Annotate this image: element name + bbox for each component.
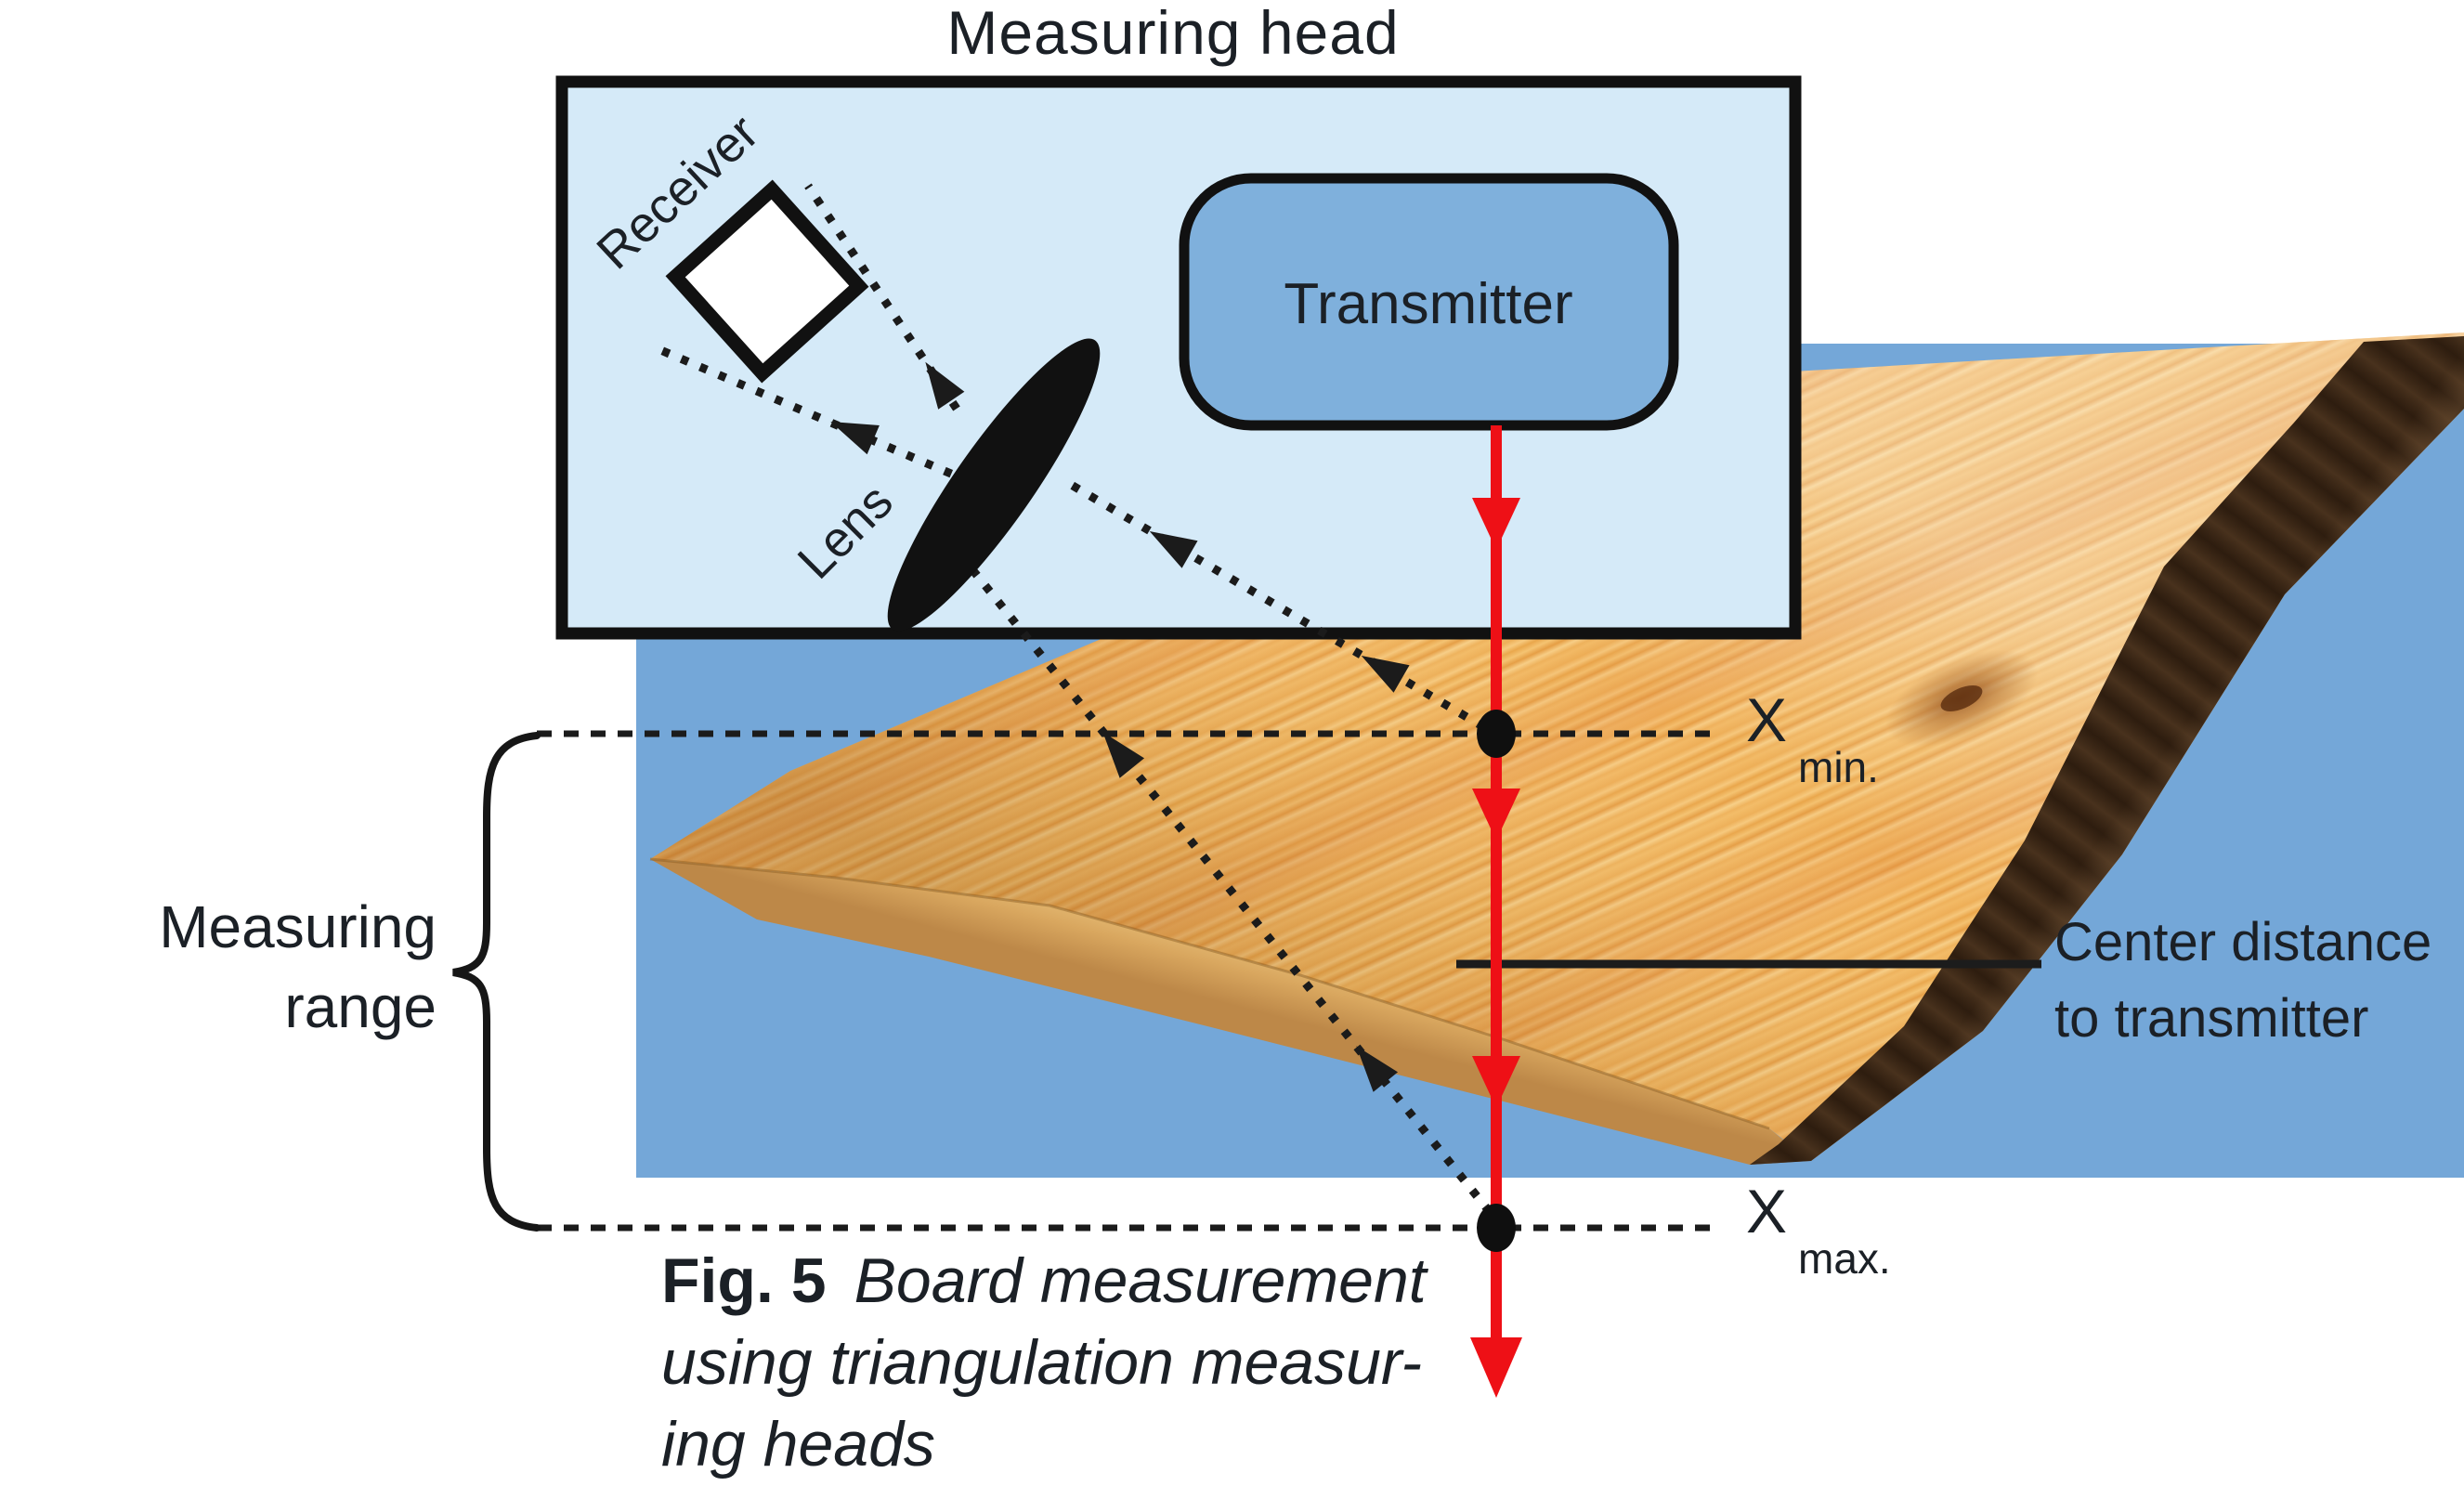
board-front-bevel [650, 859, 1809, 1165]
xmax-measurement-dot [1477, 1204, 1516, 1252]
figure-caption-line1: Fig. 5 Board measurement [661, 1245, 1429, 1316]
measuring-range-label-line2: range [284, 973, 437, 1040]
center-distance-label-line1: Center distance [2054, 912, 2431, 972]
beam-shaft [1491, 425, 1502, 1349]
figure-caption-line3: ing heads [661, 1409, 935, 1479]
diagram-title: Measuring head [946, 0, 1399, 67]
beam-arrowhead-end [1470, 1337, 1522, 1398]
bark-texture-overlay [1750, 336, 2464, 1165]
measuring-range-brace [452, 732, 541, 1232]
ray-xmax-to-lens [925, 513, 1493, 1215]
wood-board [649, 332, 2464, 1165]
beam-arrowhead [1472, 498, 1520, 550]
x-max-subscript: max. [1798, 1234, 1891, 1283]
center-distance-label-line2: to transmitter [2054, 988, 2368, 1049]
x-min-label: X [1746, 685, 1787, 754]
wood-knot-core [1940, 684, 1983, 712]
ray-lens-to-receiver-lower [650, 342, 1010, 502]
figure-caption-text1: Board measurement [854, 1245, 1429, 1316]
lens-ellipse [887, 338, 1101, 632]
xmin-measurement-dot [1477, 710, 1516, 758]
range-dashed-lines [537, 730, 1716, 1232]
board-bevel-edge-line [649, 857, 1770, 1130]
beam-arrowhead [1472, 1056, 1520, 1108]
x-min-subscript: min. [1798, 743, 1879, 791]
figure-caption-line2: using triangulation measur- [661, 1327, 1422, 1398]
measuring-range-label-line1: Measuring [159, 893, 437, 960]
transmitter-beam [1470, 425, 1522, 1398]
x-max-label: X [1746, 1177, 1787, 1245]
transmitter-box [1179, 173, 1679, 431]
receiver-diamond [665, 179, 869, 384]
figure-number: Fig. 5 [661, 1245, 827, 1316]
transmitter-label: Transmitter [1284, 272, 1572, 336]
beam-arrowhead [1472, 789, 1520, 841]
